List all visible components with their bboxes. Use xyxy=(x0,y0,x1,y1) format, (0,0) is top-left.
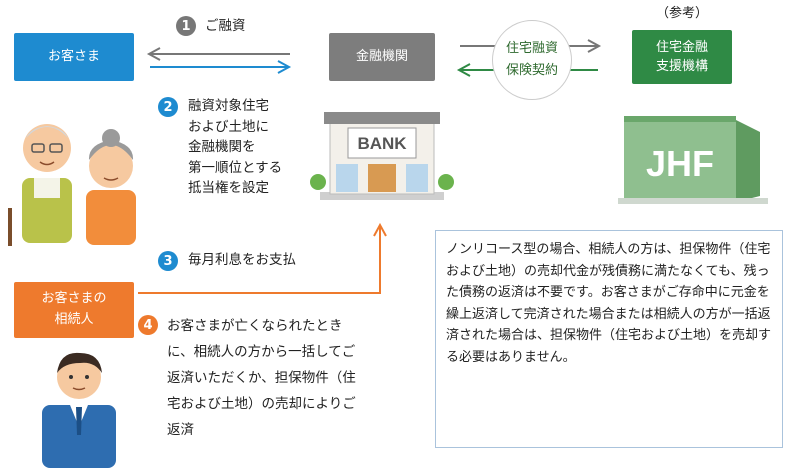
heir-label-line2: 相続人 xyxy=(54,312,94,327)
heir-illustration xyxy=(42,352,116,468)
bank-building-illustration: BANK xyxy=(310,112,454,200)
jhf-box: 住宅金融 支援機構 xyxy=(632,30,732,84)
heir-label-line1: お客さまの xyxy=(41,291,107,307)
elderly-couple-illustration xyxy=(8,124,136,246)
step-1-text: ご融資 xyxy=(205,18,246,34)
insurance-arrow-left-head xyxy=(456,63,471,77)
bank-label: 金融機関 xyxy=(355,48,408,64)
jhf-label-line2: 支援機構 xyxy=(655,59,708,74)
step-4-number: 4 xyxy=(138,315,158,335)
insurance-contract-badge: 住宅融資 保険契約 xyxy=(492,20,572,100)
heir-box: お客さまの 相続人 xyxy=(14,282,134,338)
jhf-building-illustration: JHF xyxy=(618,116,768,204)
jhf-label-line1: 住宅金融 xyxy=(655,39,708,55)
reference-label: （参考） xyxy=(656,6,709,21)
step-1-number: 1 xyxy=(176,16,196,36)
jhf-logo: JHF xyxy=(646,143,714,184)
insurance-line2: 保険契約 xyxy=(505,63,558,78)
note-text: ノンリコース型の場合、相続人の方は、担保物件（住宅および土地）の売却代金が残債務… xyxy=(446,242,772,365)
bank-box: 金融機関 xyxy=(329,33,435,81)
insurance-arrow-right-head xyxy=(587,39,602,53)
customer-label: お客さま xyxy=(47,48,100,64)
repayment-arrow-head xyxy=(373,222,387,237)
customer-box: お客さま xyxy=(14,33,134,81)
step-4-text: お客さまが亡くなられたとき に、相続人の方から一括してご 返済いただくか、担保物… xyxy=(167,318,356,438)
bank-sign: BANK xyxy=(357,134,407,153)
step-3-number: 3 xyxy=(158,251,178,271)
step-2-text: 融資対象住宅 および土地に 金融機関を 第一順位とする 抵当権を設定 xyxy=(188,98,283,196)
insurance-line1: 住宅融資 xyxy=(505,40,558,56)
return-arrow-head xyxy=(277,60,292,74)
nonrecourse-note: ノンリコース型の場合、相続人の方は、担保物件（住宅および土地）の売却代金が残債務… xyxy=(435,230,783,448)
loan-arrow-head xyxy=(146,47,161,61)
step-2-number: 2 xyxy=(158,97,178,117)
step-3-text: 毎月利息をお支払 xyxy=(188,252,296,268)
